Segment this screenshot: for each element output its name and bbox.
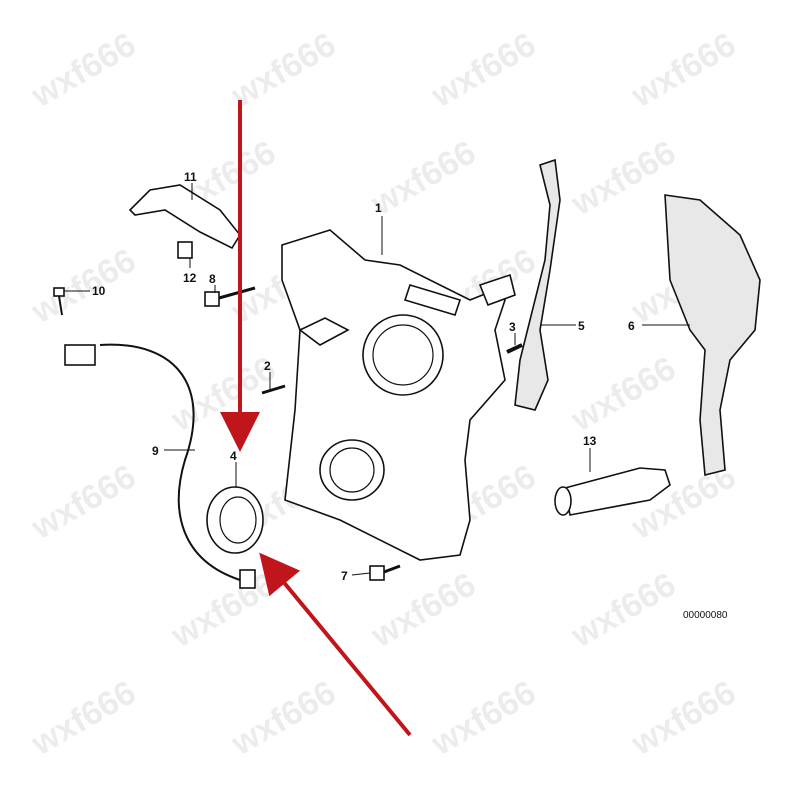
watermark-text: wxf666 <box>164 565 282 655</box>
label-13: 13 <box>583 434 597 448</box>
label-1: 1 <box>375 201 382 215</box>
tube-part-13 <box>554 467 671 516</box>
sensor-part-9 <box>64 343 256 589</box>
gasket-part-5 <box>514 158 561 411</box>
watermark-text: wxf666 <box>564 565 682 655</box>
seal-part-4 <box>206 486 264 554</box>
watermark-text: wxf666 <box>224 673 342 763</box>
red-arrow-diagonal <box>259 552 412 737</box>
screw-part-10 <box>53 287 65 316</box>
label-5: 5 <box>578 319 585 333</box>
watermark-text: wxf666 <box>364 133 482 223</box>
timing-cover-part-1 <box>281 229 516 561</box>
dowel-part-3 <box>506 343 523 354</box>
watermark-text: wxf666 <box>564 133 682 223</box>
label-2: 2 <box>264 359 271 373</box>
label-12: 12 <box>183 271 197 285</box>
watermark-text: wxf666 <box>424 25 542 115</box>
label-7: 7 <box>341 569 348 583</box>
cover-part-11 <box>128 184 241 250</box>
watermark-text: wxf666 <box>24 241 142 331</box>
watermark-text: wxf666 <box>564 349 682 439</box>
watermark-text: wxf666 <box>24 25 142 115</box>
label-10: 10 <box>92 284 106 298</box>
label-3: 3 <box>509 320 516 334</box>
stud-part-2 <box>261 384 286 395</box>
watermark-text: wxf666 <box>24 457 142 547</box>
label-4: 4 <box>230 449 237 463</box>
watermark-text: wxf666 <box>424 673 542 763</box>
watermark-text: wxf666 <box>624 673 742 763</box>
gasket-part-6 <box>664 194 761 477</box>
clip-part-12 <box>177 241 193 259</box>
bolt-part-8 <box>204 286 256 307</box>
watermark-text: wxf666 <box>624 25 742 115</box>
watermark-text: wxf666 <box>24 673 142 763</box>
label-6: 6 <box>628 319 635 333</box>
label-9: 9 <box>152 444 159 458</box>
label-11: 11 <box>184 170 197 184</box>
bolt-part-7 <box>369 564 401 581</box>
drawing-code: 00000080 <box>683 610 728 621</box>
label-8: 8 <box>209 272 216 286</box>
